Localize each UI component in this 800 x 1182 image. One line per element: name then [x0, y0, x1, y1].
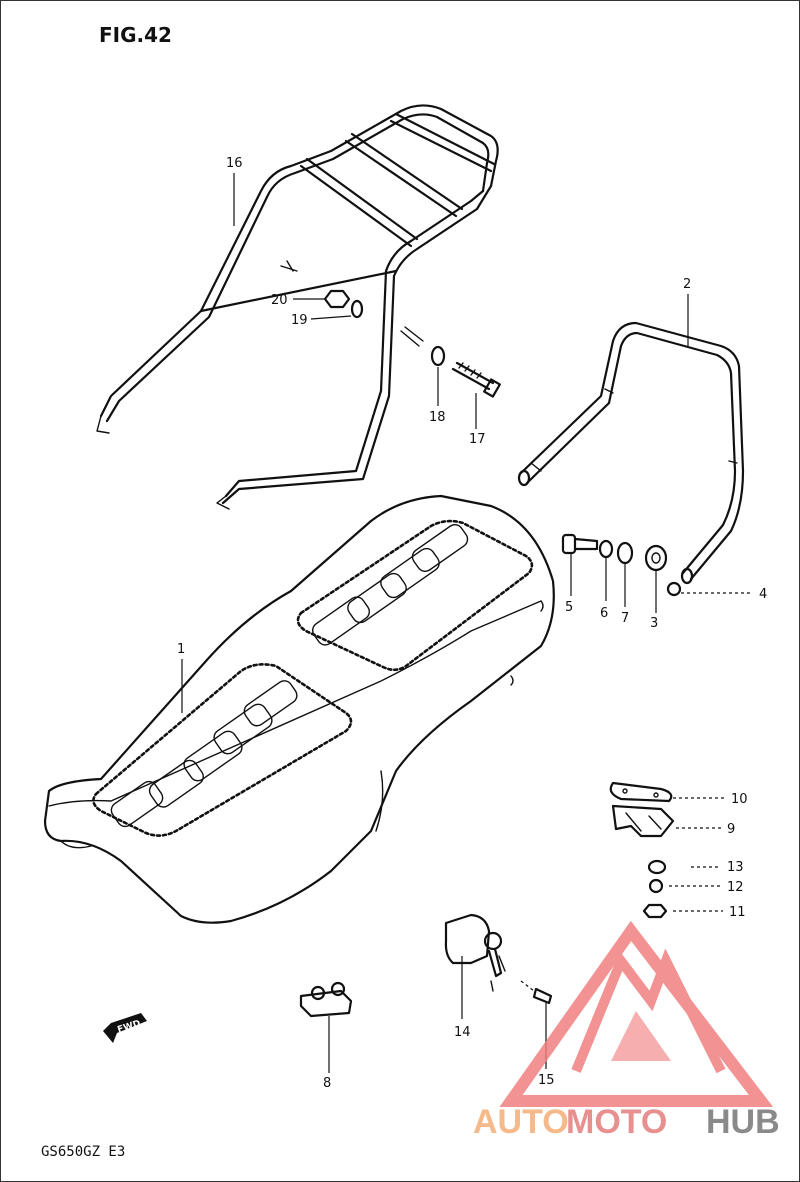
screw-part-15: [532, 987, 553, 1005]
label-14: 14: [454, 1025, 471, 1040]
label-1: 1: [177, 642, 185, 657]
label-20: 20: [271, 293, 288, 308]
washer-part-13: [647, 859, 667, 875]
label-8: 8: [323, 1076, 331, 1091]
label-9: 9: [727, 822, 735, 837]
seat-lock-part-14: [444, 913, 506, 992]
grab-rail-part-2: [517, 321, 745, 585]
bracket-part-9: [611, 804, 675, 838]
fwd-arrow: FWD: [103, 1013, 147, 1043]
label-13: 13: [727, 860, 744, 875]
label-17: 17: [469, 432, 486, 447]
washer-part-6: [598, 539, 614, 559]
washer-part-12: [648, 878, 664, 894]
label-3: 3: [650, 616, 658, 631]
cap-part-4: [666, 581, 682, 597]
seat-part-1: [43, 494, 555, 924]
watermark-auto: AUTO: [473, 1103, 569, 1141]
label-18: 18: [429, 410, 446, 425]
watermark-logo: [499, 920, 774, 1107]
washer-part-19: [350, 299, 364, 319]
figure-title: FIG.42: [99, 23, 172, 47]
label-7: 7: [621, 611, 629, 626]
rear-rack-part-16: [96, 104, 499, 510]
model-code: GS650GZ E3: [41, 1144, 125, 1160]
watermark-text: AUTO MOTO HUB: [473, 1103, 780, 1141]
watermark-hub: HUB: [706, 1103, 780, 1141]
nut-part-20: [323, 289, 351, 309]
label-11: 11: [729, 905, 746, 920]
damper-part-8: [299, 981, 353, 1018]
label-15: 15: [538, 1073, 555, 1088]
label-5: 5: [565, 600, 573, 615]
watermark-moto: MOTO: [566, 1103, 667, 1141]
plate-part-10: [609, 781, 673, 803]
nut-part-11: [642, 903, 668, 919]
label-4: 4: [759, 587, 767, 602]
bolt-part-5: [561, 533, 599, 555]
leader-19: [310, 315, 352, 320]
washer-part-18: [430, 345, 446, 367]
spacer-part-3: [644, 544, 668, 572]
washer-part-7: [616, 541, 634, 565]
label-6: 6: [600, 606, 608, 621]
label-19: 19: [291, 313, 308, 328]
leader-15b: [520, 980, 535, 992]
bolt-part-17: [451, 361, 501, 398]
label-10: 10: [731, 792, 748, 807]
label-2: 2: [683, 277, 691, 292]
label-16: 16: [226, 156, 243, 171]
label-12: 12: [727, 880, 744, 895]
